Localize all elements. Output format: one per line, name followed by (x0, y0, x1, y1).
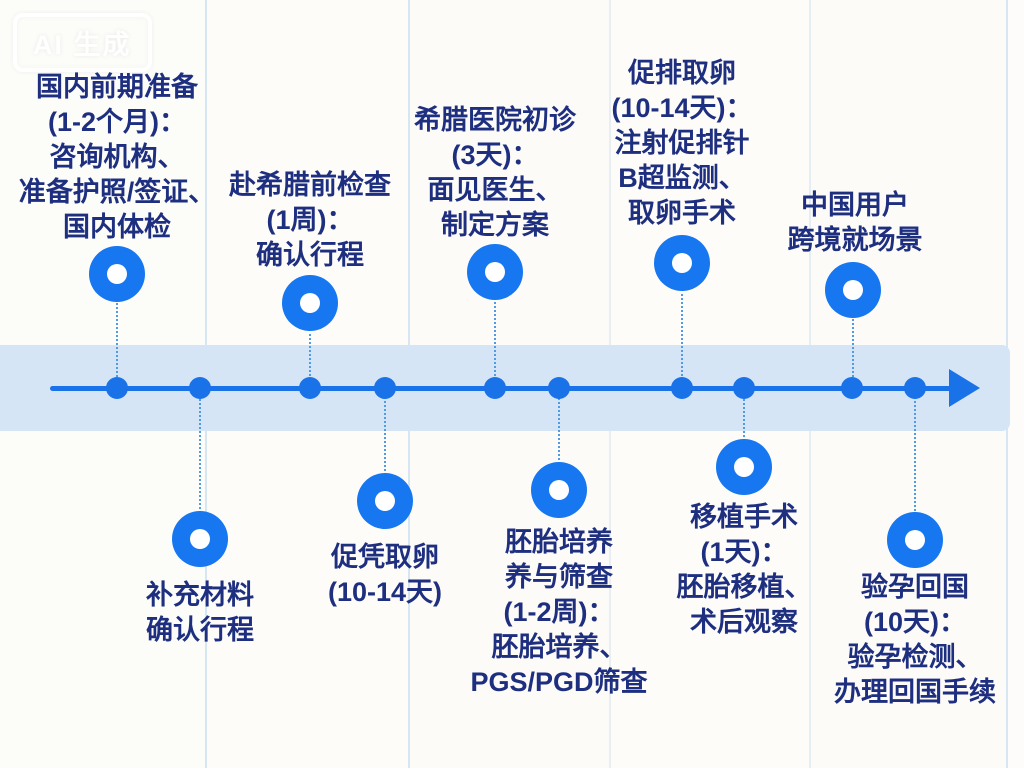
connector-line (309, 329, 311, 388)
milestone-node (357, 473, 413, 529)
axis-dot (904, 377, 926, 399)
label-line: B超监测、 (618, 163, 746, 193)
milestone-node (887, 512, 943, 568)
connector-line (116, 300, 118, 388)
node-hole (375, 491, 395, 511)
milestone-node (282, 275, 338, 331)
label-line: 国内体检 (63, 212, 171, 242)
axis-dot (374, 377, 396, 399)
label-line: 验孕回国 (861, 572, 969, 602)
label-line: 希腊医院初诊 (414, 105, 576, 135)
axis-dot (106, 377, 128, 399)
label-line: 胚胎培养 (505, 527, 613, 557)
label-line: 验孕检测、 (847, 642, 983, 672)
milestone-node (531, 462, 587, 518)
label-line: 国内前期准备 (36, 72, 198, 102)
ai-generated-watermark: AI 生成 (13, 13, 152, 72)
label-line: 注射促排针 (614, 128, 750, 158)
node-hole (905, 530, 925, 550)
milestone-label-egg-retrieval: 促凭取卵 (10-14天) (245, 540, 525, 610)
milestone-label-domestic-preparation: 国内前期准备 (1-2个月)： 咨询机构、 准备护照/签证、 国内体检 (0, 70, 257, 245)
node-hole (485, 262, 505, 282)
axis-dot (189, 377, 211, 399)
label-line: 办理回国手续 (834, 677, 996, 707)
label-line: 面见医生、 (427, 175, 563, 205)
milestone-label-pregnancy-test-return: 验孕回国 (10天)： 验孕检测、 办理回国手续 (775, 570, 1024, 710)
label-line: 赴希腊前检查 (229, 170, 391, 200)
label-line: (1-2周)： (503, 597, 615, 627)
axis-dot (671, 377, 693, 399)
label-line: PGS/PGD筛查 (470, 667, 648, 697)
node-hole (734, 457, 754, 477)
milestone-label-greece-initial-visit: 希腊医院初诊 (3天)： 面见医生、 制定方案 (355, 103, 635, 243)
label-line: 胚胎移植、 (676, 572, 812, 602)
connector-line (558, 390, 560, 464)
axis-dot (484, 377, 506, 399)
node-hole (190, 529, 210, 549)
connector-line (681, 289, 683, 388)
node-hole (843, 280, 863, 300)
milestone-node (89, 246, 145, 302)
label-line: 胚胎培养、 (491, 632, 627, 662)
connector-line (199, 390, 201, 513)
label-line: 术后观察 (690, 607, 798, 637)
milestone-node (172, 511, 228, 567)
connector-line (384, 390, 386, 475)
label-line: 养与筛查 (505, 562, 613, 592)
label-line: (10天)： (863, 607, 966, 637)
node-hole (107, 264, 127, 284)
label-line: 跨境就场景 (787, 225, 923, 255)
axis-dot (299, 377, 321, 399)
axis-dot (733, 377, 755, 399)
axis-dot (841, 377, 863, 399)
label-line: 准备护照/签证、 (18, 177, 216, 207)
milestone-label-stimulation-egg-retrieval: 促排取卵 (10-14天)： 注射促排针 B超监测、 取卵手术 (542, 56, 822, 231)
label-line: 促凭取卵 (331, 542, 439, 572)
label-line: 中国用户 (801, 190, 909, 220)
label-line: 制定方案 (441, 210, 549, 240)
node-hole (549, 480, 569, 500)
milestone-label-embryo-culture-screening: 胚胎培养 养与筛查 (1-2周)： 胚胎培养、 PGS/PGD筛查 (419, 525, 699, 700)
watermark-label: AI 生成 (33, 30, 132, 60)
milestone-node (467, 244, 523, 300)
label-line: 确认行程 (146, 615, 254, 645)
milestone-node (825, 262, 881, 318)
label-line: (3天)： (451, 140, 539, 170)
node-hole (672, 253, 692, 273)
label-line: 促排取卵 (628, 58, 736, 88)
label-line: (1天)： (700, 537, 788, 567)
node-hole (300, 293, 320, 313)
arrow-right-icon (949, 369, 980, 407)
label-line: 补充材料 (146, 580, 254, 610)
label-line: (1周)： (266, 205, 354, 235)
milestone-node (716, 439, 772, 495)
milestone-node (654, 235, 710, 291)
axis-dot (548, 377, 570, 399)
milestone-label-china-user-scenario: 中国用户 跨境就场景 (715, 188, 995, 258)
connector-line (852, 316, 854, 388)
milestone-label-supplement-materials: 补充材料 确认行程 (60, 578, 340, 648)
milestone-label-pre-greece-checkup: 赴希腊前检查 (1周)： 确认行程 (170, 168, 450, 273)
connector-line (914, 390, 916, 514)
label-line: (10-14天)： (611, 93, 753, 123)
label-line: 取卵手术 (628, 198, 736, 228)
milestone-label-transfer-surgery: 移植手术 (1天)： 胚胎移植、 术后观察 (604, 500, 884, 640)
label-line: (10-14天) (327, 577, 443, 607)
connector-line (494, 298, 496, 388)
label-line: (1-2个月)： (47, 107, 186, 137)
label-line: 确认行程 (256, 240, 364, 270)
connector-line (743, 390, 745, 441)
label-line: 移植手术 (690, 502, 798, 532)
label-line: 咨询机构、 (49, 142, 185, 172)
